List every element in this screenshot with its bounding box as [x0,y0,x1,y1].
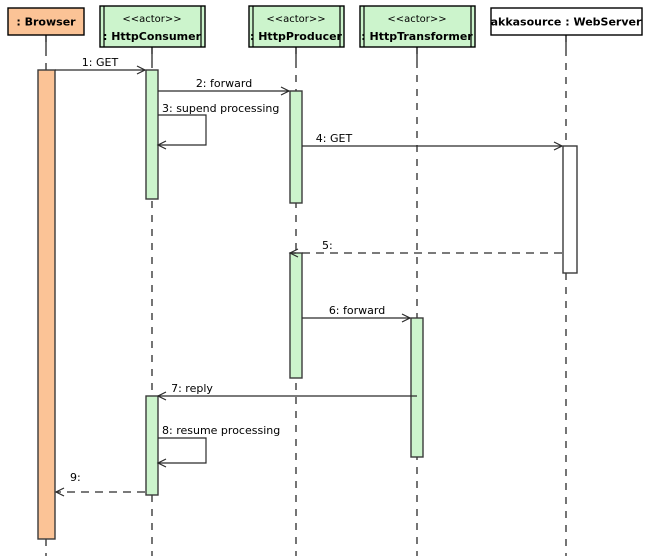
participant-head-browser[interactable]: : Browser [7,7,85,49]
message-arrowhead-1 [136,65,147,75]
message-self-path-8 [158,437,207,464]
participant-stereotype-httpconsumer: <<actor>> [122,14,181,25]
participant-heads-layer: : Browser<<actor>>: HttpConsumer<<actor>… [7,5,643,61]
message-9[interactable]: 9: [54,471,145,497]
participant-head-httpproducer[interactable]: <<actor>> : HttpProducer [248,5,345,61]
message-label-8: 8: resume processing [162,424,280,437]
participant-label-webserver: akkasource : WebServer [491,16,642,29]
activation-bar-httpconsumer [145,395,159,496]
message-3[interactable]: 3: supend processing [156,102,279,150]
message-label-2: 2: forward [196,77,252,90]
participant-stereotype-httpproducer: <<actor>> [266,14,325,25]
participant-head-webserver[interactable]: akkasource : WebServer [490,7,643,49]
participant-box-browser [7,7,85,36]
message-label-9: 9: [70,471,81,484]
activation-bar-browser [37,69,56,540]
message-label-6: 6: forward [329,304,385,317]
activations-layer [37,69,578,540]
messages-layer: 1: GET 2: forward 3: supend processing 4: G… [54,56,564,497]
message-label-1: 1: GET [82,56,119,69]
message-7[interactable]: 7: reply [156,382,417,401]
message-2[interactable]: 2: forward [158,77,291,96]
message-8[interactable]: 8: resume processing [156,424,280,468]
lifelines-layer [45,35,567,556]
participant-head-httptransformer[interactable]: <<actor>> : HttpTransformer [359,5,476,61]
message-1[interactable]: 1: GET [55,56,147,75]
message-arrowhead-8 [156,458,167,468]
participant-head-httpconsumer[interactable]: <<actor>> : HttpConsumer [99,5,206,61]
message-arrowhead-6 [401,313,412,323]
participant-label-httpconsumer: : HttpConsumer [103,30,202,43]
message-label-7: 7: reply [171,382,213,395]
message-label-5: 5: [322,239,333,252]
message-arrowhead-4 [553,141,564,151]
message-self-path-3 [158,114,207,146]
message-arrowhead-3 [156,140,167,150]
activation-bar-webserver [562,145,578,274]
participant-stereotype-httptransformer: <<actor>> [387,14,446,25]
activation-bar-httptransformer [410,317,424,458]
participant-label-browser: : Browser [16,16,76,29]
message-arrowhead-9 [54,487,65,497]
activation-bar-httpproducer [289,90,303,204]
message-arrowhead-2 [280,86,291,96]
participant-box-httptransformer [359,5,476,48]
message-4[interactable]: 4: GET [302,132,564,151]
message-5[interactable]: 5: [288,239,562,258]
participant-box-httpconsumer [99,5,206,48]
message-label-4: 4: GET [316,132,353,145]
participant-label-httpproducer: : HttpProducer [250,30,343,43]
message-arrowhead-5 [288,248,299,258]
message-label-3: 3: supend processing [162,102,279,115]
message-arrowhead-7 [156,391,167,401]
message-6[interactable]: 6: forward [302,304,412,323]
participant-label-httptransformer: : HttpTransformer [361,30,473,43]
activation-bar-httpproducer [289,252,303,379]
participant-box-webserver [490,7,643,36]
activation-bar-httpconsumer [145,69,159,200]
participant-box-httpproducer [248,5,345,48]
